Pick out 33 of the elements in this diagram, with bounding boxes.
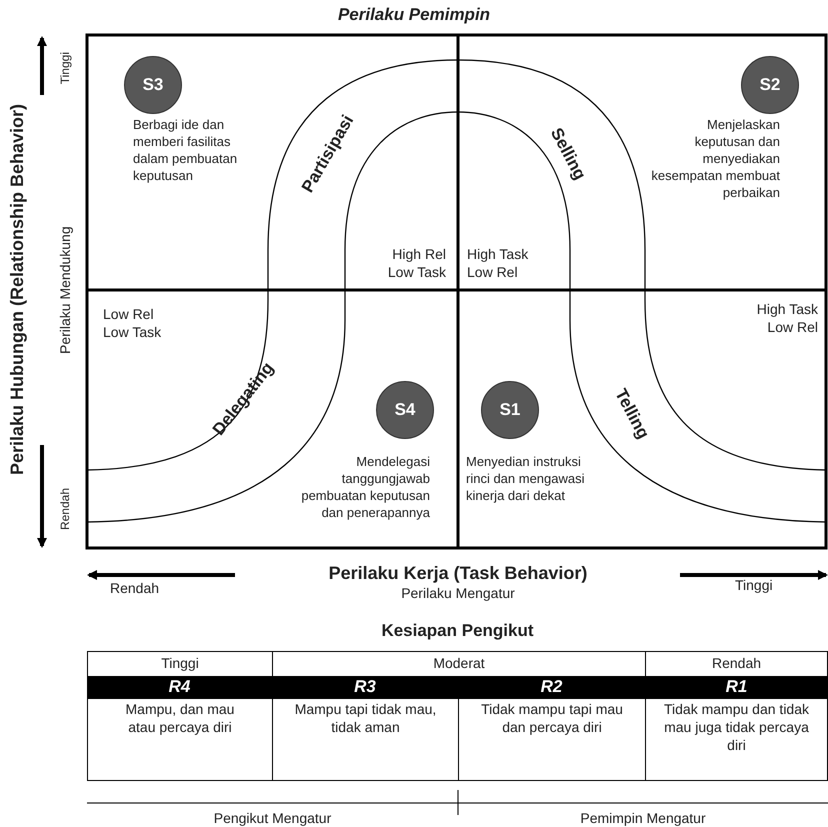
table-title: Kesiapan Pengikut xyxy=(380,622,535,640)
quadrant-label: Low Rel Low Task xyxy=(103,305,162,341)
table-header-cell: Moderat xyxy=(272,651,646,677)
table-cell: Mampu, dan mau atau percaya diri xyxy=(87,698,273,781)
quadrant-label: High Task Low Rel xyxy=(467,245,530,281)
axis-label: Rendah xyxy=(57,488,73,530)
axis-label: Tinggi xyxy=(57,52,73,84)
readiness-level-cell: R2 xyxy=(458,677,645,699)
style-description: Mendelegasi tanggungjawab pembuatan keputusan dan penerapannya xyxy=(300,453,430,521)
readiness-level-cell: R4 xyxy=(87,677,272,699)
axis-label: Rendah xyxy=(110,579,160,597)
chart-title: Perilaku Pemimpin xyxy=(336,6,492,24)
axis-title: Perilaku Hubungan (Relationship Behavior) xyxy=(6,105,28,475)
table-header-cell: Rendah xyxy=(645,651,828,677)
table-header-cell: Tinggi xyxy=(87,651,273,677)
axis-title: Perilaku Kerja (Task Behavior) xyxy=(328,562,588,584)
style-description: Menjelaskan keputusan dan menyediakan kesempatan membuat perbaikan xyxy=(650,116,780,201)
axis-label: Perilaku Mendukung xyxy=(56,225,74,356)
quadrant-label: High Rel Low Task xyxy=(386,245,446,281)
style-circle: S1 xyxy=(481,381,539,439)
readiness-level-cell: R1 xyxy=(645,677,828,699)
style-circle: S2 xyxy=(741,56,799,114)
style-circle: S3 xyxy=(124,56,182,114)
style-description: Menyedian instruksi rinci dan mengawasi kinerja dari dekat xyxy=(466,453,586,504)
quadrant-label: High Task Low Rel xyxy=(756,300,818,336)
table-cell: Tidak mampu dan tidak mau juga tidak percaya diri xyxy=(645,698,828,781)
footer-label: Pengikut Mengatur xyxy=(212,809,332,827)
axis-label: Perilaku Mengatur xyxy=(400,584,516,602)
style-description: Berbagi ide dan memberi fasilitas dalam pembuatan keputusan xyxy=(133,116,238,184)
footer-label: Pemimpin Mengatur xyxy=(579,809,707,827)
style-circle: S4 xyxy=(376,381,434,439)
readiness-level-cell: R3 xyxy=(272,677,458,699)
axis-label: Tinggi xyxy=(735,576,773,594)
